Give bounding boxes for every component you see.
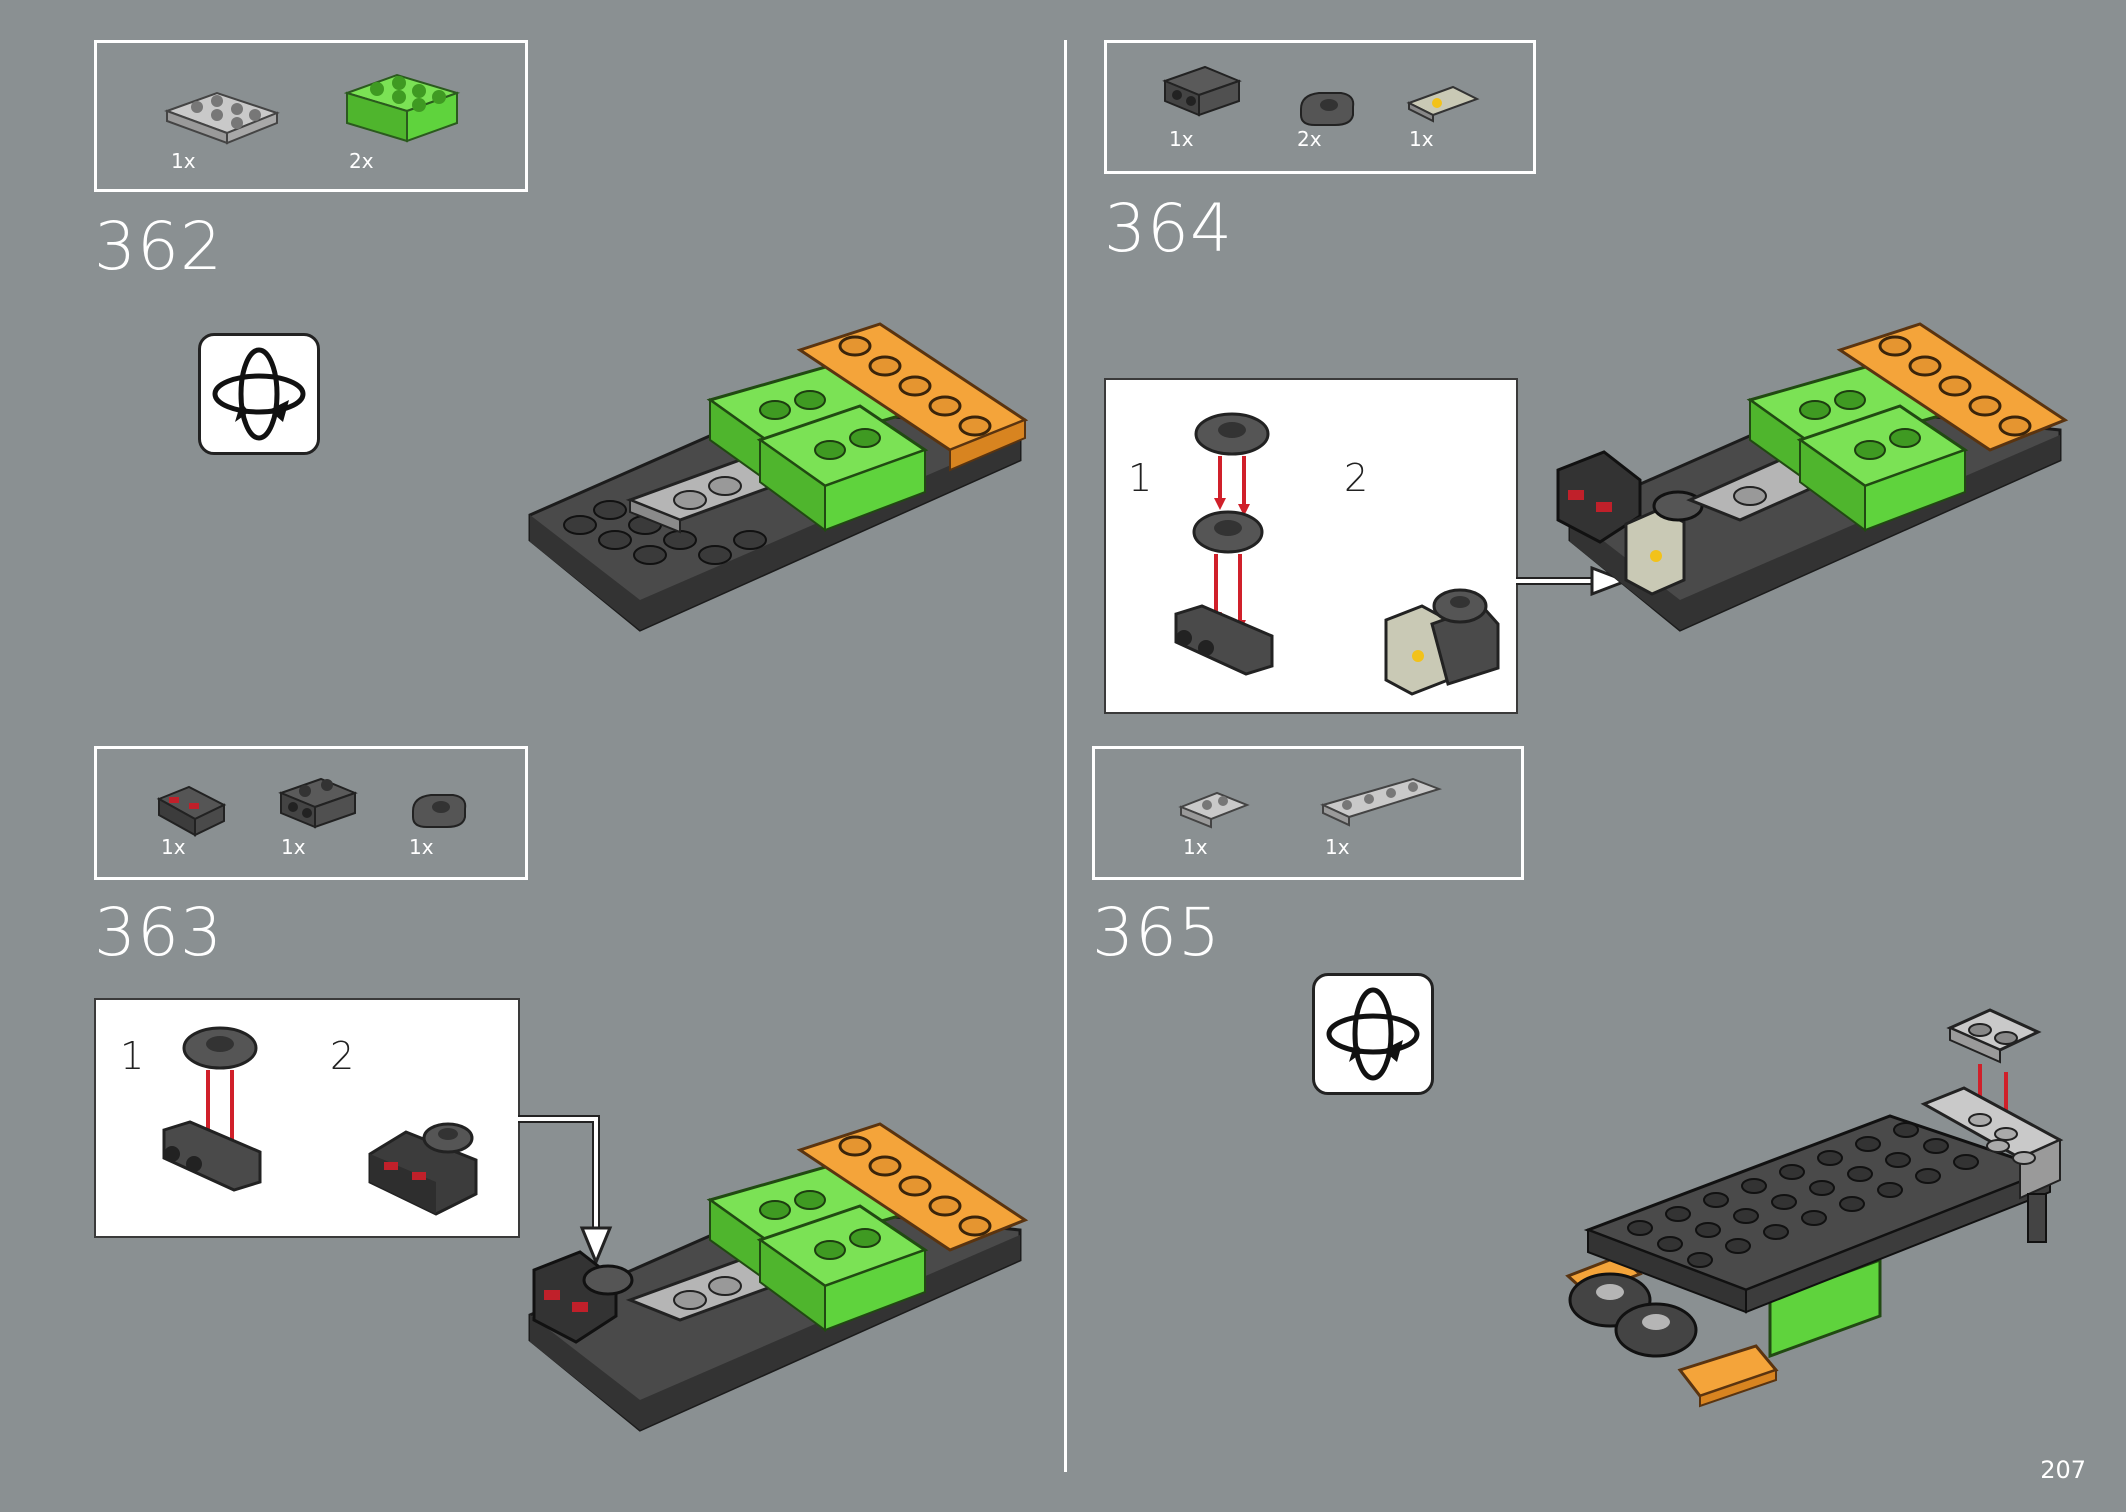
substep-number: 2	[1344, 456, 1369, 500]
substep-callout-364: 1 2	[1104, 378, 1518, 714]
step-number-365: 365	[1092, 894, 1221, 971]
part-rounded-tile-icon	[412, 794, 467, 828]
part-dark-bracket-icon	[1162, 65, 1242, 117]
part-qty: 1x	[281, 835, 306, 859]
column-divider	[1064, 40, 1067, 1472]
part-printed-slope-icon	[156, 785, 227, 837]
parts-list-362: 1x 2x	[94, 40, 528, 192]
part-qty: 2x	[1297, 127, 1322, 151]
part-rounded-tile-icon	[1300, 92, 1355, 126]
substep-2-illustration	[368, 1122, 478, 1216]
parts-list-365: 1x 1x	[1092, 746, 1524, 880]
substep-callout-363: 1 2	[94, 998, 520, 1238]
step-number-363: 363	[94, 894, 223, 971]
model-364-illustration	[1556, 322, 2069, 632]
part-dark-bracket-icon	[278, 777, 358, 829]
model-363-illustration	[528, 1122, 1029, 1432]
plate-studs	[1627, 1122, 1979, 1268]
callout-arrow	[1516, 565, 1631, 597]
part-qty: 1x	[1183, 835, 1208, 859]
part-light-grey-plate-icon	[164, 91, 280, 145]
step-number-364: 364	[1104, 190, 1233, 267]
parts-list-363: 1x 1x 1x	[94, 746, 528, 880]
substep-1-illustration	[1174, 412, 1274, 676]
part-qty: 1x	[161, 835, 186, 859]
part-qty: 1x	[1169, 127, 1194, 151]
substep-number: 1	[120, 1034, 145, 1078]
parts-list-364: 1x 2x 1x	[1104, 40, 1536, 174]
part-qty: 1x	[409, 835, 434, 859]
substep-1-illustration	[162, 1026, 262, 1192]
part-light-grey-plate-1x2-icon	[1178, 791, 1250, 829]
part-printed-tile-icon	[1406, 85, 1480, 123]
part-qty: 1x	[171, 149, 196, 173]
substep-2-illustration	[1384, 588, 1500, 696]
rotate-model-icon	[198, 333, 320, 455]
step-number-362: 362	[94, 208, 223, 285]
callout-arrow	[518, 1115, 613, 1266]
part-green-brick-icon	[343, 73, 461, 143]
model-362-illustration	[528, 322, 1029, 632]
model-365-illustration	[1565, 1008, 2064, 1408]
part-qty: 1x	[1325, 835, 1350, 859]
part-light-grey-plate-1x4-icon	[1320, 777, 1443, 827]
part-qty: 1x	[1409, 127, 1434, 151]
page-number: 207	[2040, 1456, 2086, 1484]
substep-number: 1	[1128, 456, 1153, 500]
part-qty: 2x	[349, 149, 374, 173]
substep-number: 2	[330, 1034, 355, 1078]
rotate-model-icon	[1312, 973, 1434, 1095]
